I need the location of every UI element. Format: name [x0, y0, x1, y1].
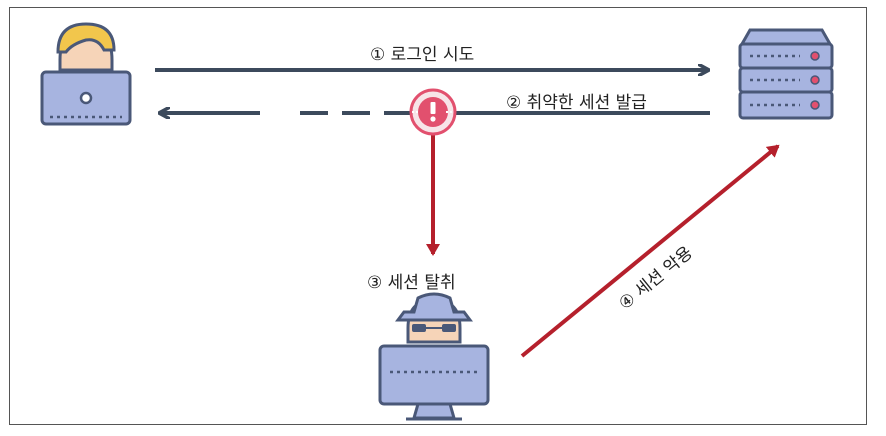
server-rack-icon — [738, 28, 834, 120]
step3-label: ③ 세션 탈취 — [367, 273, 456, 293]
step1-label: ① 로그인 시도 — [370, 45, 475, 65]
session-abuse-arrow — [520, 144, 780, 358]
warning-exclamation-icon — [409, 88, 457, 136]
hacker-monitor-icon — [378, 292, 490, 421]
user-laptop-icon — [40, 22, 132, 126]
step2-label: ② 취약한 세션 발급 — [506, 93, 647, 113]
